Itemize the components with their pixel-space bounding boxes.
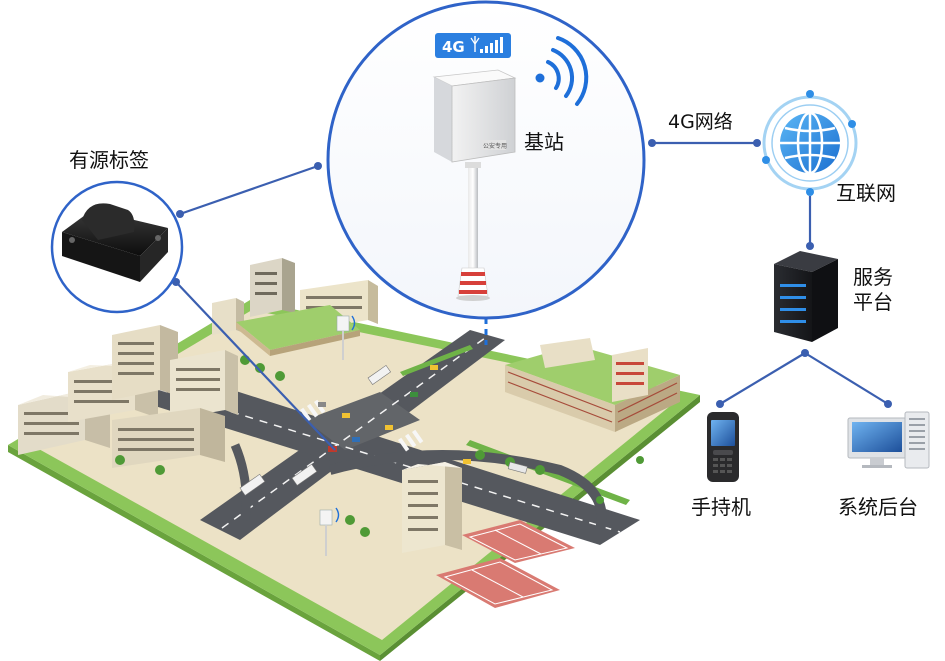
signal-badge: 4G: [435, 33, 511, 58]
internet-globe-icon: [762, 90, 858, 196]
right-complex: [505, 338, 680, 432]
server-to-handheld-line: [719, 352, 806, 405]
vehicles: [239, 364, 528, 496]
service-platform-label-line2: 平台: [853, 290, 893, 314]
connector-dots: [172, 139, 892, 408]
active-tag-label: 有源标签: [69, 148, 149, 172]
left-buildings: [18, 298, 244, 468]
connector-lines: [175, 141, 889, 451]
top-buildings: [236, 258, 378, 356]
sports-courts: [436, 520, 575, 608]
wifi-icon: [535, 36, 589, 106]
service-platform-label: 服务 平台: [853, 265, 893, 315]
base-station-label: 基站: [524, 130, 564, 154]
network-link-label: 4G网络: [668, 111, 733, 133]
city-base-station-top: [336, 315, 356, 360]
desktop-computer-icon: [847, 411, 930, 469]
internet-label: 互联网: [836, 181, 896, 205]
tag-to-vehicle-line: [175, 281, 336, 451]
active-tag-node: [50, 180, 184, 314]
base-station-node: 4G 公安专用: [326, 0, 646, 320]
active-tag-icon: [62, 203, 168, 282]
handheld-label: 手持机: [691, 495, 751, 519]
handheld-device-icon: [707, 412, 739, 482]
tag-to-station-line: [179, 164, 319, 216]
city-base-station-bottom: [319, 507, 340, 556]
server-to-backend-line: [804, 352, 889, 405]
backend-system-label: 系统后台: [838, 495, 918, 519]
bottom-building: [402, 462, 462, 553]
base-station-icon: 公安专用: [432, 69, 517, 301]
device-plate-text: 公安专用: [483, 142, 507, 150]
city-illustration: [8, 258, 700, 661]
server-icon: [774, 251, 838, 342]
service-platform-label-line1: 服务: [853, 265, 893, 289]
signal-badge-text: 4G: [442, 38, 465, 56]
